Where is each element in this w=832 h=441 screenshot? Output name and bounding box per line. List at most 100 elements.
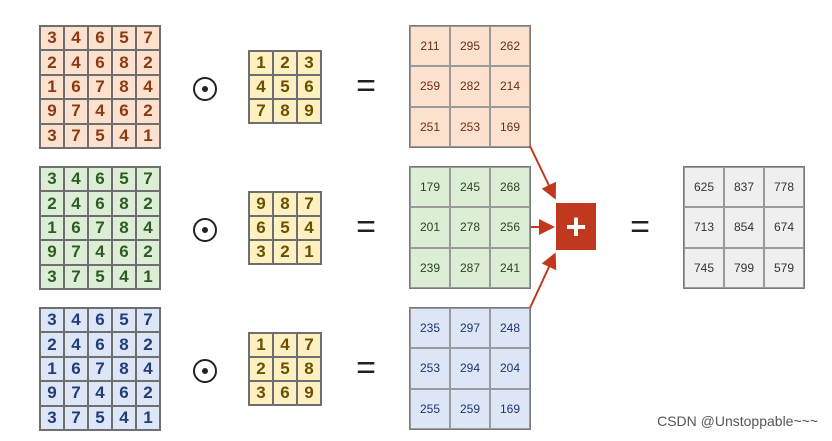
hadamard-product-icon	[193, 77, 217, 101]
output-cell: 169	[490, 388, 530, 429]
input-cell: 4	[88, 240, 112, 265]
output-cell: 235	[410, 308, 450, 349]
output-cell: 241	[490, 247, 530, 288]
input-cell: 2	[136, 50, 160, 75]
kernel-cell: 1	[297, 240, 321, 264]
input-cell: 8	[112, 74, 136, 100]
sum-cell: 674	[764, 207, 804, 248]
input-cell: 4	[112, 123, 136, 148]
kernel-cell: 6	[297, 75, 321, 99]
input-cell: 4	[136, 356, 160, 382]
input-cell: 2	[136, 240, 160, 265]
watermark: CSDN @Unstoppable~~~	[657, 413, 818, 429]
output-cell: 262	[490, 26, 530, 67]
input-cell: 6	[88, 26, 112, 51]
kernel-cell: 1	[249, 51, 273, 75]
kernel-cell: 7	[297, 192, 321, 216]
output-matrix-green: 179 245 268 201 278 256 239 287 241	[409, 166, 531, 289]
input-cell: 2	[40, 191, 64, 216]
input-cell: 7	[88, 74, 112, 100]
input-cell: 4	[112, 405, 136, 430]
sum-output-matrix: 625 837 778 713 854 674 745 799 579	[683, 166, 805, 289]
input-cell: 4	[88, 99, 112, 124]
output-cell: 169	[490, 106, 530, 147]
output-cell: 211	[410, 26, 450, 67]
sum-cell: 579	[764, 247, 804, 288]
kernel-cell: 9	[249, 192, 273, 216]
input-cell: 3	[40, 26, 64, 51]
output-cell: 245	[450, 167, 490, 208]
input-cell: 7	[136, 26, 160, 51]
hadamard-product-icon	[193, 359, 217, 383]
kernel-cell: 2	[273, 240, 297, 264]
input-cell: 8	[112, 191, 136, 216]
kernel-cell: 1	[249, 333, 273, 357]
output-cell: 259	[410, 66, 450, 107]
kernel-cell: 6	[273, 381, 297, 405]
kernel-cell: 5	[273, 75, 297, 99]
input-cell: 8	[112, 215, 136, 241]
sum-cell: 854	[724, 207, 764, 248]
input-cell: 6	[64, 74, 88, 100]
kernel-cell: 4	[249, 75, 273, 99]
sum-cell: 799	[724, 247, 764, 288]
plus-sum-icon: +	[556, 203, 596, 250]
input-cell: 5	[88, 405, 112, 430]
equals-sign: =	[630, 207, 650, 246]
input-cell: 2	[136, 99, 160, 124]
output-cell: 179	[410, 167, 450, 208]
input-cell: 6	[88, 50, 112, 75]
sum-cell: 778	[764, 167, 804, 208]
input-cell: 4	[136, 74, 160, 100]
input-cell: 7	[136, 308, 160, 333]
kernel-cell: 7	[297, 333, 321, 357]
input-cell: 4	[64, 191, 88, 216]
input-cell: 7	[64, 99, 88, 124]
input-cell: 6	[112, 99, 136, 124]
input-cell: 7	[64, 264, 88, 289]
input-cell: 3	[40, 264, 64, 289]
input-cell: 6	[88, 167, 112, 192]
output-cell: 251	[410, 106, 450, 147]
input-cell: 7	[136, 167, 160, 192]
kernel-cell: 7	[249, 99, 273, 123]
kernel-matrix-1: 1 2 3 4 5 6 7 8 9	[248, 50, 322, 124]
output-cell: 248	[490, 308, 530, 349]
input-cell: 8	[112, 332, 136, 357]
hadamard-product-icon	[193, 218, 217, 242]
kernel-matrix-3: 1 4 7 2 5 8 3 6 9	[248, 332, 322, 406]
input-cell: 4	[64, 332, 88, 357]
output-cell: 239	[410, 247, 450, 288]
input-cell: 3	[40, 405, 64, 430]
input-cell: 5	[112, 308, 136, 333]
equals-sign: =	[356, 207, 376, 246]
output-cell: 295	[450, 26, 490, 67]
input-cell: 5	[112, 26, 136, 51]
input-cell: 1	[136, 264, 160, 289]
input-cell: 6	[64, 215, 88, 241]
input-cell: 7	[88, 215, 112, 241]
input-cell: 5	[88, 264, 112, 289]
output-cell: 253	[450, 106, 490, 147]
output-matrix-orange: 211 295 262 259 282 214 251 253 169	[409, 25, 531, 148]
input-cell: 7	[64, 405, 88, 430]
input-cell: 8	[112, 50, 136, 75]
input-cell: 2	[136, 191, 160, 216]
input-cell: 3	[40, 167, 64, 192]
input-cell: 4	[64, 26, 88, 51]
input-cell: 2	[136, 332, 160, 357]
output-cell: 201	[410, 207, 450, 248]
kernel-cell: 5	[273, 357, 297, 381]
input-cell: 5	[88, 123, 112, 148]
input-cell: 4	[64, 308, 88, 333]
output-cell: 259	[450, 388, 490, 429]
input-cell: 1	[40, 356, 64, 382]
kernel-cell: 4	[297, 216, 321, 240]
input-cell: 6	[112, 240, 136, 265]
arrow-bottom	[529, 252, 557, 309]
output-cell: 256	[490, 207, 530, 248]
output-cell: 282	[450, 66, 490, 107]
input-cell: 1	[136, 123, 160, 148]
input-cell: 3	[40, 308, 64, 333]
